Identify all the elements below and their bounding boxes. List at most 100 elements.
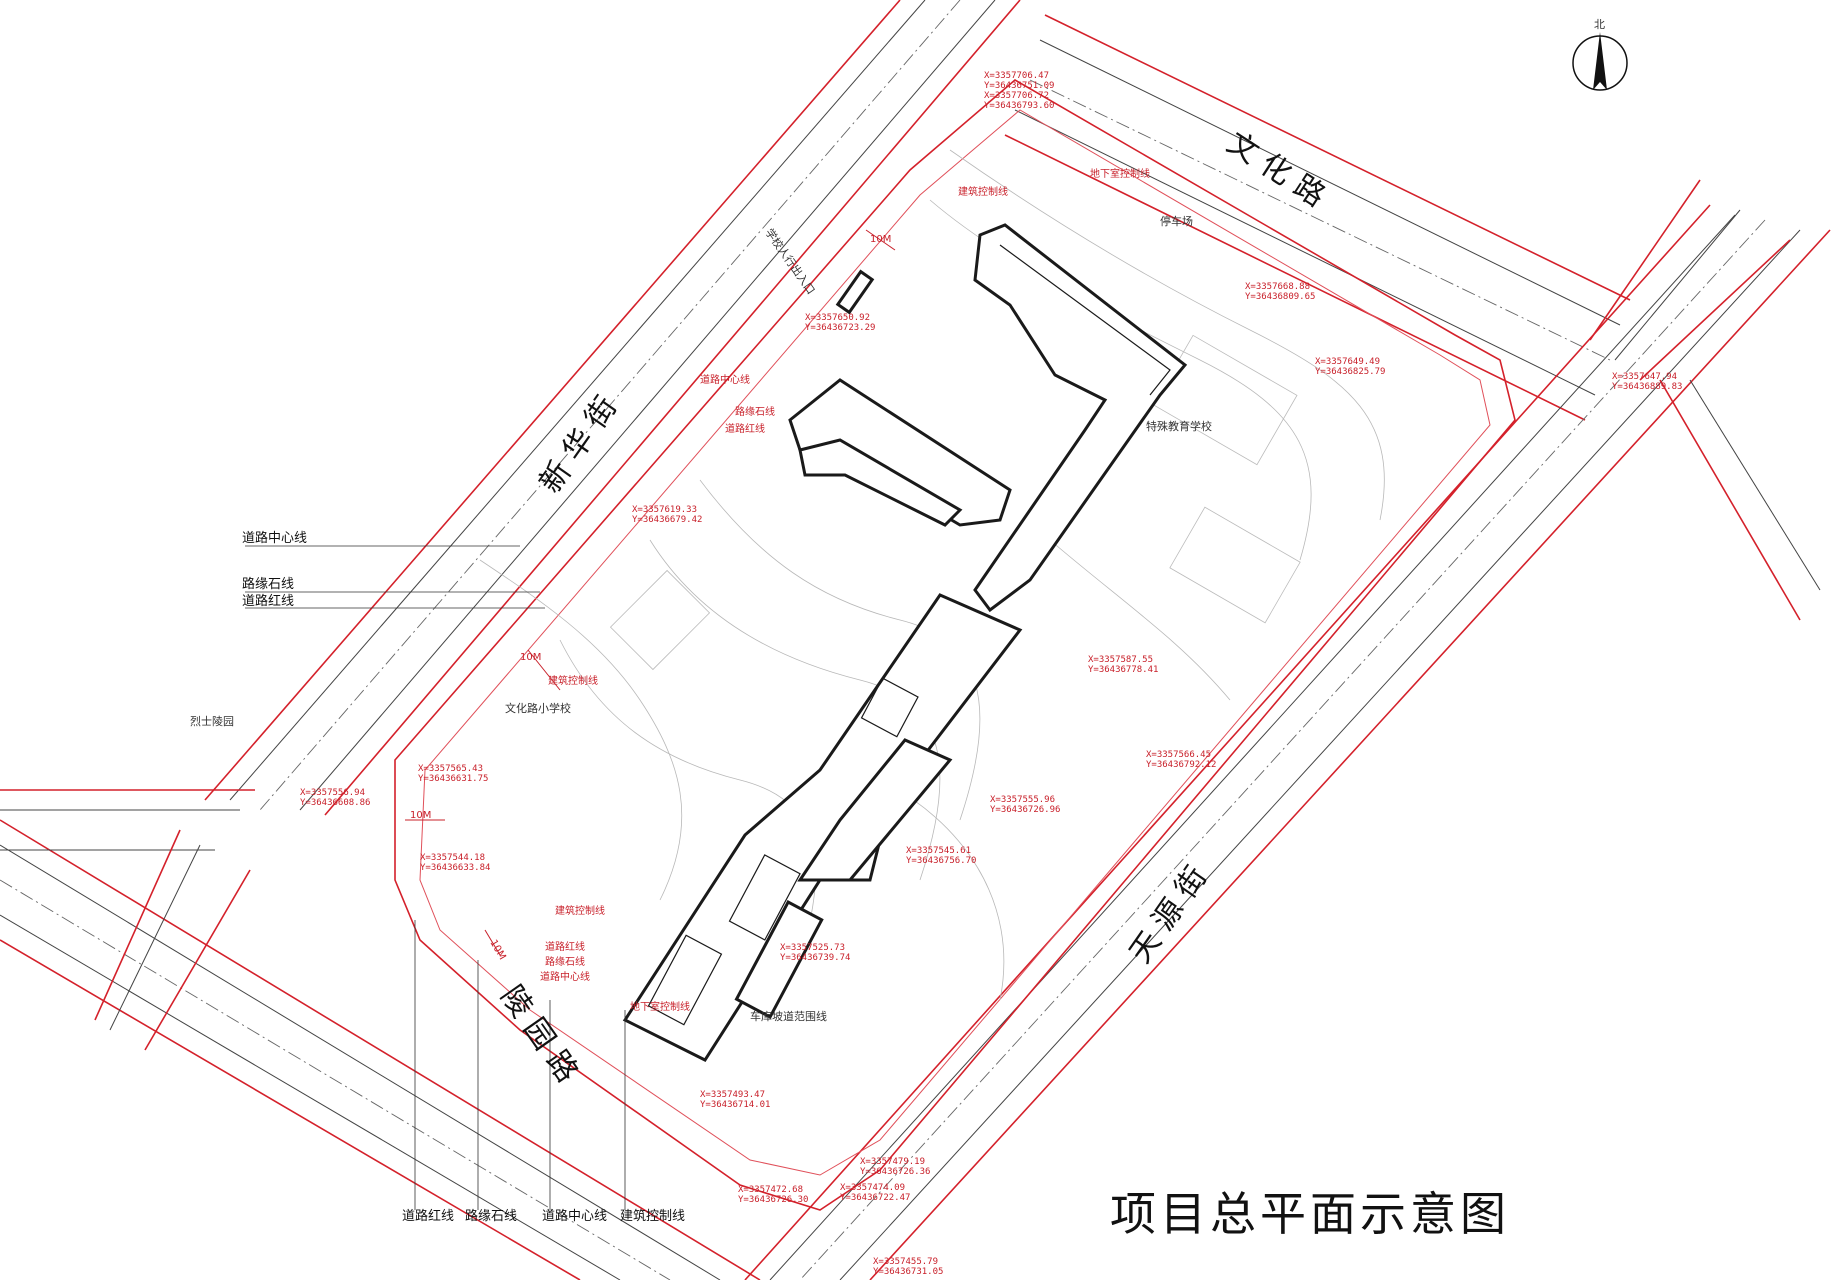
xinhua-curb-nw [229, 0, 926, 801]
setback-10m-2: 10M [410, 810, 431, 821]
setback-arrow-4 [865, 229, 896, 251]
tianyuan-curb-e [839, 229, 1801, 1280]
wenhua-curb-n [1039, 39, 1621, 326]
coordinate-labels: X=3357706.47 Y=36436751.09 X=3357706.72 … [300, 71, 1682, 1277]
legend: 道路中心线 路缘石线 道路红线 道路红线 路缘石线 道路中心线 建筑控制线 [242, 530, 685, 1224]
ne-road-curb [1614, 209, 1741, 361]
xinhua-curb-se [299, 0, 996, 811]
road-name-lingyuan: 陵 园 路 [493, 980, 584, 1089]
coord-x: X=3357545.61 [906, 846, 971, 856]
coord-y: Y=36436679.42 [632, 515, 702, 525]
label-underground-1: 地下室控制线 [1090, 167, 1150, 180]
label-centerline-s: 道路中心线 [540, 970, 590, 983]
coord-x: X=3357493.47 [700, 1090, 765, 1100]
coord-x: X=3357649.49 [1315, 357, 1380, 367]
setback-10m-3: 10M [487, 938, 507, 962]
label-parking: 停车场 [1160, 214, 1193, 228]
xinhua-centerline [259, 0, 961, 811]
label-ramp-range: 车库坡道范围线 [750, 1009, 827, 1023]
legend-bottom-control: 建筑控制线 [620, 1208, 685, 1224]
setback-10m-4: 10M [870, 234, 891, 245]
tianyuan-curb-w [769, 214, 1736, 1280]
wenhua-redline-s [1004, 134, 1586, 421]
coord-y: Y=36436756.70 [906, 856, 976, 866]
coord-x: X=3357566.45 [1146, 750, 1211, 760]
label-redline-s: 道路红线 [545, 940, 585, 953]
coord-x: X=3357565.43 [418, 764, 483, 774]
existing-building-3 [609, 569, 711, 671]
legend-bottom-centerline: 道路中心线 [542, 1208, 607, 1224]
gym-block [734, 900, 824, 1020]
lingyuan-centerline [0, 879, 671, 1280]
sw-road-red-b [144, 869, 251, 1051]
label-build-control-2: 建筑控制线 [555, 904, 605, 917]
coord-x: X=3357525.73 [780, 943, 845, 953]
coord-y: Y=36436722.47 [840, 1193, 910, 1203]
label-underground-2: 地下室控制线 [630, 1000, 690, 1013]
north-building-c [798, 438, 963, 527]
coord-x: X=3357479.19 [860, 1157, 925, 1167]
north-arrow-icon: 北 [1572, 18, 1628, 91]
coord-x: X=3357455.79 [873, 1257, 938, 1267]
north-building-a [973, 223, 1188, 613]
site-red-line [394, 79, 1516, 1211]
existing-building-2 [1169, 506, 1301, 624]
coord-y: Y=36436726.36 [860, 1167, 930, 1177]
building-control-line [419, 109, 1491, 1176]
label-build-control-3: 建筑控制线 [958, 185, 1008, 198]
legend-left-curb: 路缘石线 [242, 576, 294, 592]
lingyuan-redline-n [0, 939, 581, 1280]
north-arrow-label: 北 [1594, 18, 1605, 31]
coord-x: X=3357555.96 [990, 795, 1055, 805]
coord-y: Y=36436726.96 [990, 805, 1060, 815]
label-special-school: 特殊教育学校 [1146, 419, 1212, 433]
coord-x: X=3357668.88 [1245, 282, 1310, 292]
ne-road-red-b [1639, 239, 1791, 381]
coord-x: X=3357619.33 [632, 505, 697, 515]
lingyuan-curb-s [0, 844, 721, 1280]
sw-road-curb [109, 844, 201, 1031]
coord-x: X=3357556.94 [300, 788, 365, 798]
coord-x: X=3357706.47 [984, 71, 1049, 81]
xinhua-redline-se [324, 0, 1021, 816]
ne-road-red-a [1589, 179, 1701, 341]
contour-1 [949, 149, 1385, 521]
central-wing [797, 738, 953, 882]
legend-bottom-redline: 道路红线 [402, 1208, 454, 1224]
place-labels: 文化路小学校 特殊教育学校 停车场 烈士陵园 [190, 214, 1212, 728]
coord-y: Y=36436751.09 [984, 81, 1054, 91]
tianyuan-redline-e [869, 229, 1831, 1280]
north-building-a-inner [999, 244, 1171, 396]
sw-road-red-a [94, 829, 181, 1021]
contour-4 [649, 539, 941, 881]
coord-y: Y=36436793.60 [984, 101, 1054, 111]
tianyuan-redline-w [744, 204, 1711, 1280]
coord-y: Y=36436739.74 [780, 953, 850, 963]
legend-left-centerline: 道路中心线 [242, 530, 307, 546]
existing-building-1 [1152, 334, 1298, 466]
entrance-gate-block [835, 269, 875, 315]
coord-y: Y=36436778.41 [1088, 665, 1158, 675]
road-name-wenhua: 文 化 路 [1221, 125, 1332, 214]
coord-x: X=3357472.68 [738, 1185, 803, 1195]
coord-x: X=3357650.92 [805, 313, 870, 323]
court-rect-1 [728, 854, 801, 941]
contour-8 [1049, 539, 1231, 701]
tianyuan-centerline [799, 219, 1766, 1280]
coord-y: Y=36436633.84 [420, 863, 490, 873]
label-curb-s: 路缘石线 [545, 955, 585, 968]
setback-arrow-3 [484, 929, 501, 956]
e-road-curb [1689, 379, 1821, 591]
road-names: 文 化 路 新 华 街 天 源 街 陵 园 路 [493, 125, 1331, 1089]
contour-7 [479, 559, 683, 901]
buildings [622, 223, 1188, 1062]
court-rect-2 [647, 934, 723, 1026]
e-road-red [1659, 379, 1801, 621]
wenhua-centerline [1029, 79, 1611, 361]
coord-y: Y=36436726.30 [738, 1195, 808, 1205]
coord-x: X=3357647.94 [1612, 372, 1677, 382]
north-arrow-needle [1593, 32, 1607, 90]
coord-y: Y=36436731.05 [873, 1267, 943, 1277]
coord-y: Y=36436631.75 [418, 774, 488, 784]
